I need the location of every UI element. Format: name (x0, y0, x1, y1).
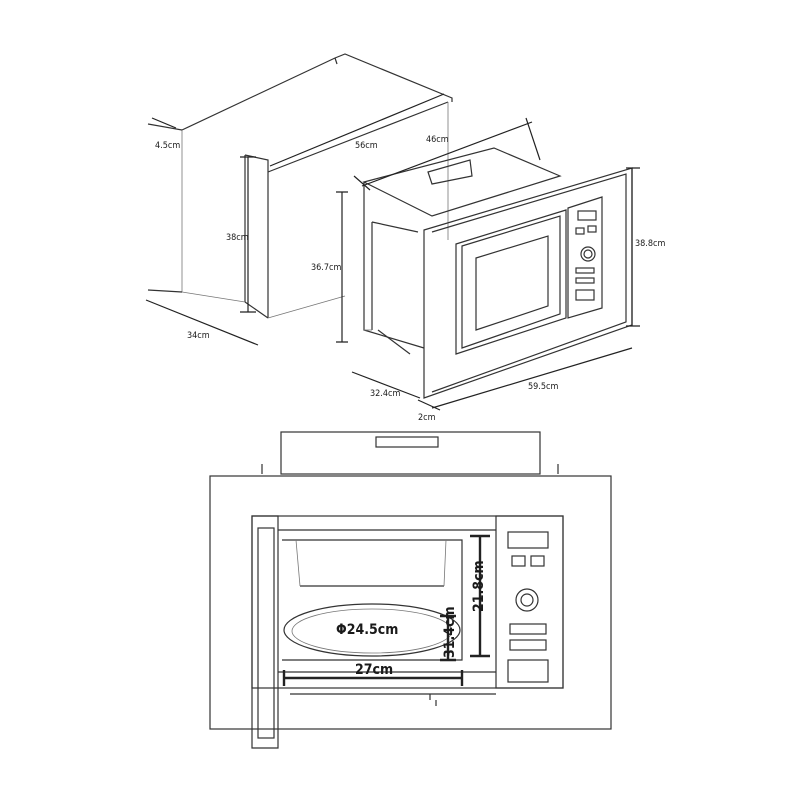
label-59-5cm: 59.5cm (528, 382, 558, 392)
microwave-iso-dimensions (336, 117, 640, 411)
label-56cm: 56cm (355, 141, 378, 151)
microwave-front-dimensions (282, 534, 490, 686)
label-27cm: 27cm (355, 662, 393, 678)
label-36-7cm: 36.7cm (311, 263, 341, 273)
label-34cm: 34cm (187, 331, 210, 341)
microwave-front-drawing (209, 431, 612, 749)
label-2cm: 2cm (418, 413, 436, 423)
label-4-5cm: 4.5cm (155, 141, 180, 151)
microwave-iso-drawing (362, 147, 633, 399)
label-31-4cm: 31.4cm (442, 606, 458, 658)
cabinet-dimensions (145, 93, 445, 346)
cabinet-drawing (147, 53, 453, 319)
label-38-8cm: 38.8cm (635, 239, 665, 249)
label-46cm: 46cm (426, 135, 449, 145)
label-32-4cm: 32.4cm (370, 389, 400, 399)
label-21-8cm: 21.8cm (471, 560, 487, 612)
label-turntable-diameter: Φ24.5cm (336, 622, 398, 638)
label-38cm: 38cm (226, 233, 249, 243)
